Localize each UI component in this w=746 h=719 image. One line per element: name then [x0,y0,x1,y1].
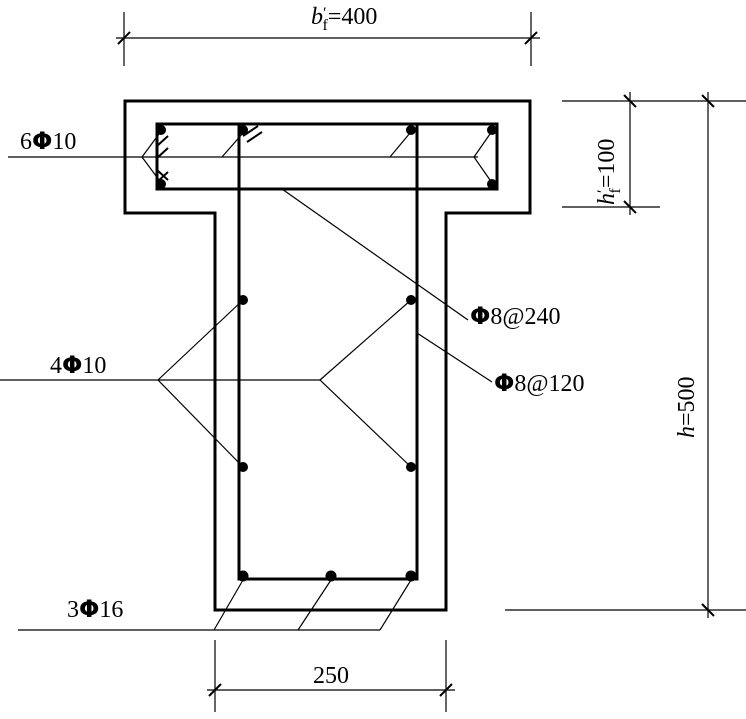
rebar-side-label: 4Φ10 [50,351,106,379]
dim-web-width [207,640,455,712]
leader-stirrup-web [416,332,493,383]
leader-flange-rebar [8,132,491,181]
flange-height-label: h′f=100 [594,139,624,205]
dim-flange-height [562,92,660,215]
stirrup-hooks [156,125,263,183]
concrete-outline [123,99,532,612]
dim-flange-width [116,12,540,66]
web-width-label: 250 [313,663,349,689]
rebar-flange-label: 6Φ10 [20,127,76,155]
rebar-bottom-label: 3Φ16 [67,595,123,623]
dim-total-height [505,92,746,618]
stirrup-flange-label: Φ8@240 [470,302,561,330]
flange-width-label: b′f=400 [311,4,377,34]
rebar-bottom-dots [237,570,417,582]
leader-stirrup-flange [281,188,469,321]
leader-side-rebar [0,299,412,468]
web-stirrup [237,122,419,581]
leader-bottom-rebar [18,579,412,631]
rebar-flange-dots [156,125,497,189]
stirrup-web-label: Φ8@120 [494,369,585,397]
total-height-label: h=500 [674,376,700,438]
